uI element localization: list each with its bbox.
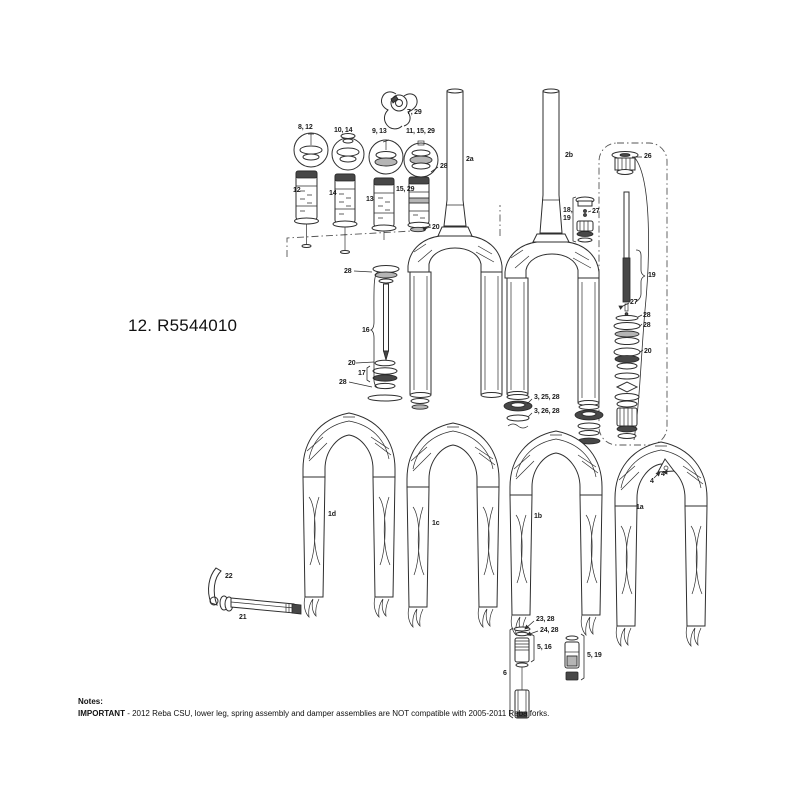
callout-guard-bolt-b: 4 [661,471,665,478]
notes-important-text: - 2012 Reba CSU, lower leg, spring assem… [124,709,550,718]
callout-rebound-adjuster: 5, 16 [537,644,552,651]
callout-rebound-knob: 23, 28 [536,616,555,623]
air-shaft-column-drawing [366,265,403,402]
rebound-damper-drawing [509,626,535,719]
callout-spring-b: 14 [329,190,337,197]
callout-air-shaft: 16 [362,327,370,334]
callout-topcap-d-oring: 28 [440,163,448,170]
callout-guard-bolt-a: 4 [650,478,654,485]
rebound-damper-b-drawing [564,633,585,681]
part-number-title: 12. R5544010 [128,316,238,335]
callout-csu-2a: 2a [466,156,474,163]
spring-stack-14 [332,173,358,254]
callout-adjuster-knob: 18,19 [563,207,573,223]
footnotes: Notes: IMPORTANT - 2012 Reba CSU, lower … [78,696,638,720]
adjuster-knob-drawing [572,196,595,243]
callout-dust-seal-dual: 3, 26, 28 [534,408,560,415]
callout-air-cap: 28 [344,268,352,275]
callout-rebound-seal: 24, 28 [540,627,559,634]
callout-topcap-c: 9, 13 [372,128,387,135]
lower-leg-drawings [302,412,708,647]
callout-lower-leg-1b: 1b [534,513,542,520]
callout-remote-cap: 26 [644,153,652,160]
spring-stack-13 [371,177,397,240]
callout-spring-d: 15, 29 [396,186,415,193]
callout-damper-assembly: 6 [503,670,507,677]
spring-stack-15-29 [407,176,431,233]
lower-leg-1d-drawing [302,412,396,618]
callout-shaft-ring: 20 [348,360,356,367]
callout-topcap-d: 11, 15, 29 [406,128,435,135]
spring-stack-drawings [294,170,431,254]
notes-important-line: IMPORTANT - 2012 Reba CSU, lower leg, sp… [78,709,549,718]
callout-topcap-b: 10, 14 [334,127,353,134]
notes-heading: Notes: [78,697,103,706]
notes-important-label: IMPORTANT [78,709,125,718]
callout-lower-leg-1a: 1a [636,504,644,511]
callout-rebound-adjuster-b: 5, 19 [587,652,602,659]
callout-rod-pin: 27 [630,299,638,306]
callout-maxle-axle: 21 [239,614,247,621]
csu-2a-drawing [407,88,503,410]
remote-lockout-lever-drawing [381,91,418,130]
callout-dust-seal-solo: 3, 25, 28 [534,394,560,401]
callout-adjuster-pin: 27 [592,208,600,215]
csu-2b-drawing [504,88,600,406]
dust-seal-stacks-drawing [503,394,604,445]
callout-spring-d-seal: 20 [432,224,440,231]
callout-seal-head: 20 [644,348,652,355]
callout-remote-rod: 19 [648,272,656,279]
callout-maxle-lever: 22 [225,573,233,580]
lower-leg-1c-drawing [406,422,500,628]
callout-leader-lines [348,156,668,636]
callout-remote-lever: 7, 29 [407,109,422,116]
spring-stack-12 [294,170,319,248]
callout-shaft-seals: 17 [358,370,366,377]
callout-lower-leg-1d: 1d [328,511,336,518]
callout-shaft-oring: 28 [339,379,347,386]
topcap-assembly-circles [293,132,439,178]
callout-topcap-a: 8, 12 [298,124,313,131]
callout-adjuster-knob-line1: 18, [563,207,573,214]
callout-adjuster-knob-line2: 19 [563,215,571,223]
lower-leg-1b-drawing [509,430,603,636]
callout-spring-c: 13 [366,196,374,203]
callout-rod-ring-1: 28 [643,312,651,319]
callout-csu-2b: 2b [565,152,573,159]
callout-spring-a: 12 [293,187,301,194]
remote-damper-column-drawing [611,151,649,441]
callout-rod-ring-2: 28 [643,322,651,329]
callout-lower-leg-1c: 1c [432,520,440,527]
maxle-drawing [208,567,302,615]
